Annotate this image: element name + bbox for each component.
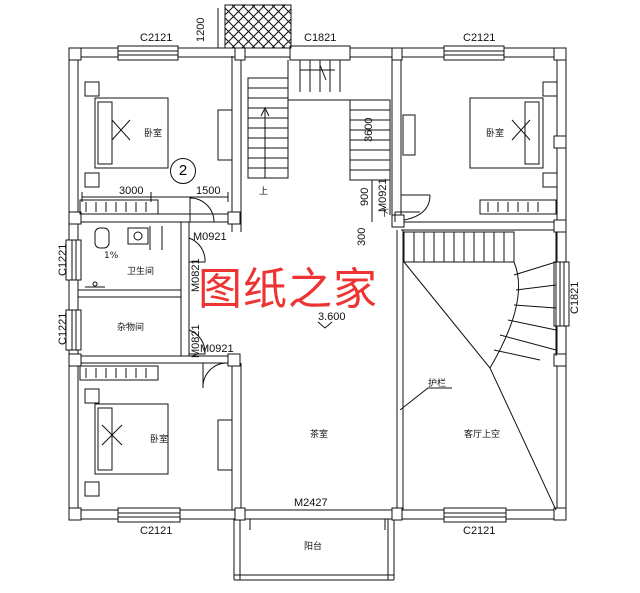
- wardrobes: [79, 109, 557, 471]
- room-bathroom: 卫生间: [127, 267, 155, 277]
- room-tea-room: 茶室: [310, 430, 329, 440]
- room-balcony: 阳台: [304, 542, 323, 552]
- beds: [84, 81, 558, 497]
- balcony-outline: [233, 519, 395, 581]
- stair-down-label: 下: [380, 209, 390, 219]
- interior-walls: [78, 56, 557, 510]
- top-windows: [117, 45, 505, 61]
- axis-marker: 2: [170, 158, 196, 184]
- room-bedroom-upper-left: 卧室: [144, 129, 163, 139]
- dimension-1200: 1200: [195, 17, 207, 42]
- bottom-windows: [117, 507, 507, 523]
- stair-upper: [247, 60, 391, 181]
- railing-label: 护栏: [428, 379, 447, 389]
- window-label-top-stair: C1821: [304, 32, 337, 44]
- room-storage: 杂物间: [117, 323, 145, 333]
- door-label-lower-bedroom: M0921: [200, 343, 234, 355]
- door-label-bath-side: M0821: [190, 258, 202, 292]
- columns: [68, 47, 567, 521]
- door-label-bath: M0921: [193, 231, 227, 243]
- window-label-right-stair: C1821: [569, 281, 581, 314]
- dimension-300: 300: [356, 227, 368, 246]
- dimension-1500: 1500: [196, 185, 221, 197]
- window-label-top-left: C2121: [140, 32, 173, 44]
- top-bay: [224, 4, 292, 49]
- stair-up-label: 上: [259, 187, 269, 197]
- doors: [188, 197, 386, 530]
- elevation-mark: [317, 321, 333, 329]
- watermark: 图纸之家: [198, 264, 378, 315]
- dimension-lines: [81, 8, 391, 222]
- dimension-900: 900: [359, 187, 371, 206]
- room-bedroom-lower-left: 卧室: [150, 435, 169, 445]
- dimension-3600: 3600: [363, 117, 375, 142]
- window-label-bottom-right: C2121: [463, 525, 496, 537]
- side-windows: [65, 239, 570, 351]
- door-label-balcony: M2427: [294, 497, 328, 509]
- door-label-stair: M0921: [377, 178, 389, 212]
- window-label-left-storage: C1221: [57, 312, 69, 345]
- room-living-void: 客厅上空: [464, 430, 501, 440]
- room-bedroom-upper-right: 卧室: [486, 129, 505, 139]
- bath-fixtures: [85, 226, 163, 288]
- window-label-top-right: C2121: [463, 32, 496, 44]
- window-label-left-bath: C1221: [57, 243, 69, 276]
- window-label-bottom-left: C2121: [140, 525, 173, 537]
- elevation-label: 3.600: [318, 311, 346, 323]
- stair-lower: [394, 194, 557, 511]
- railing-leader: [399, 387, 452, 411]
- slope-label: 1%: [104, 251, 119, 261]
- dimension-3000: 3000: [119, 185, 144, 197]
